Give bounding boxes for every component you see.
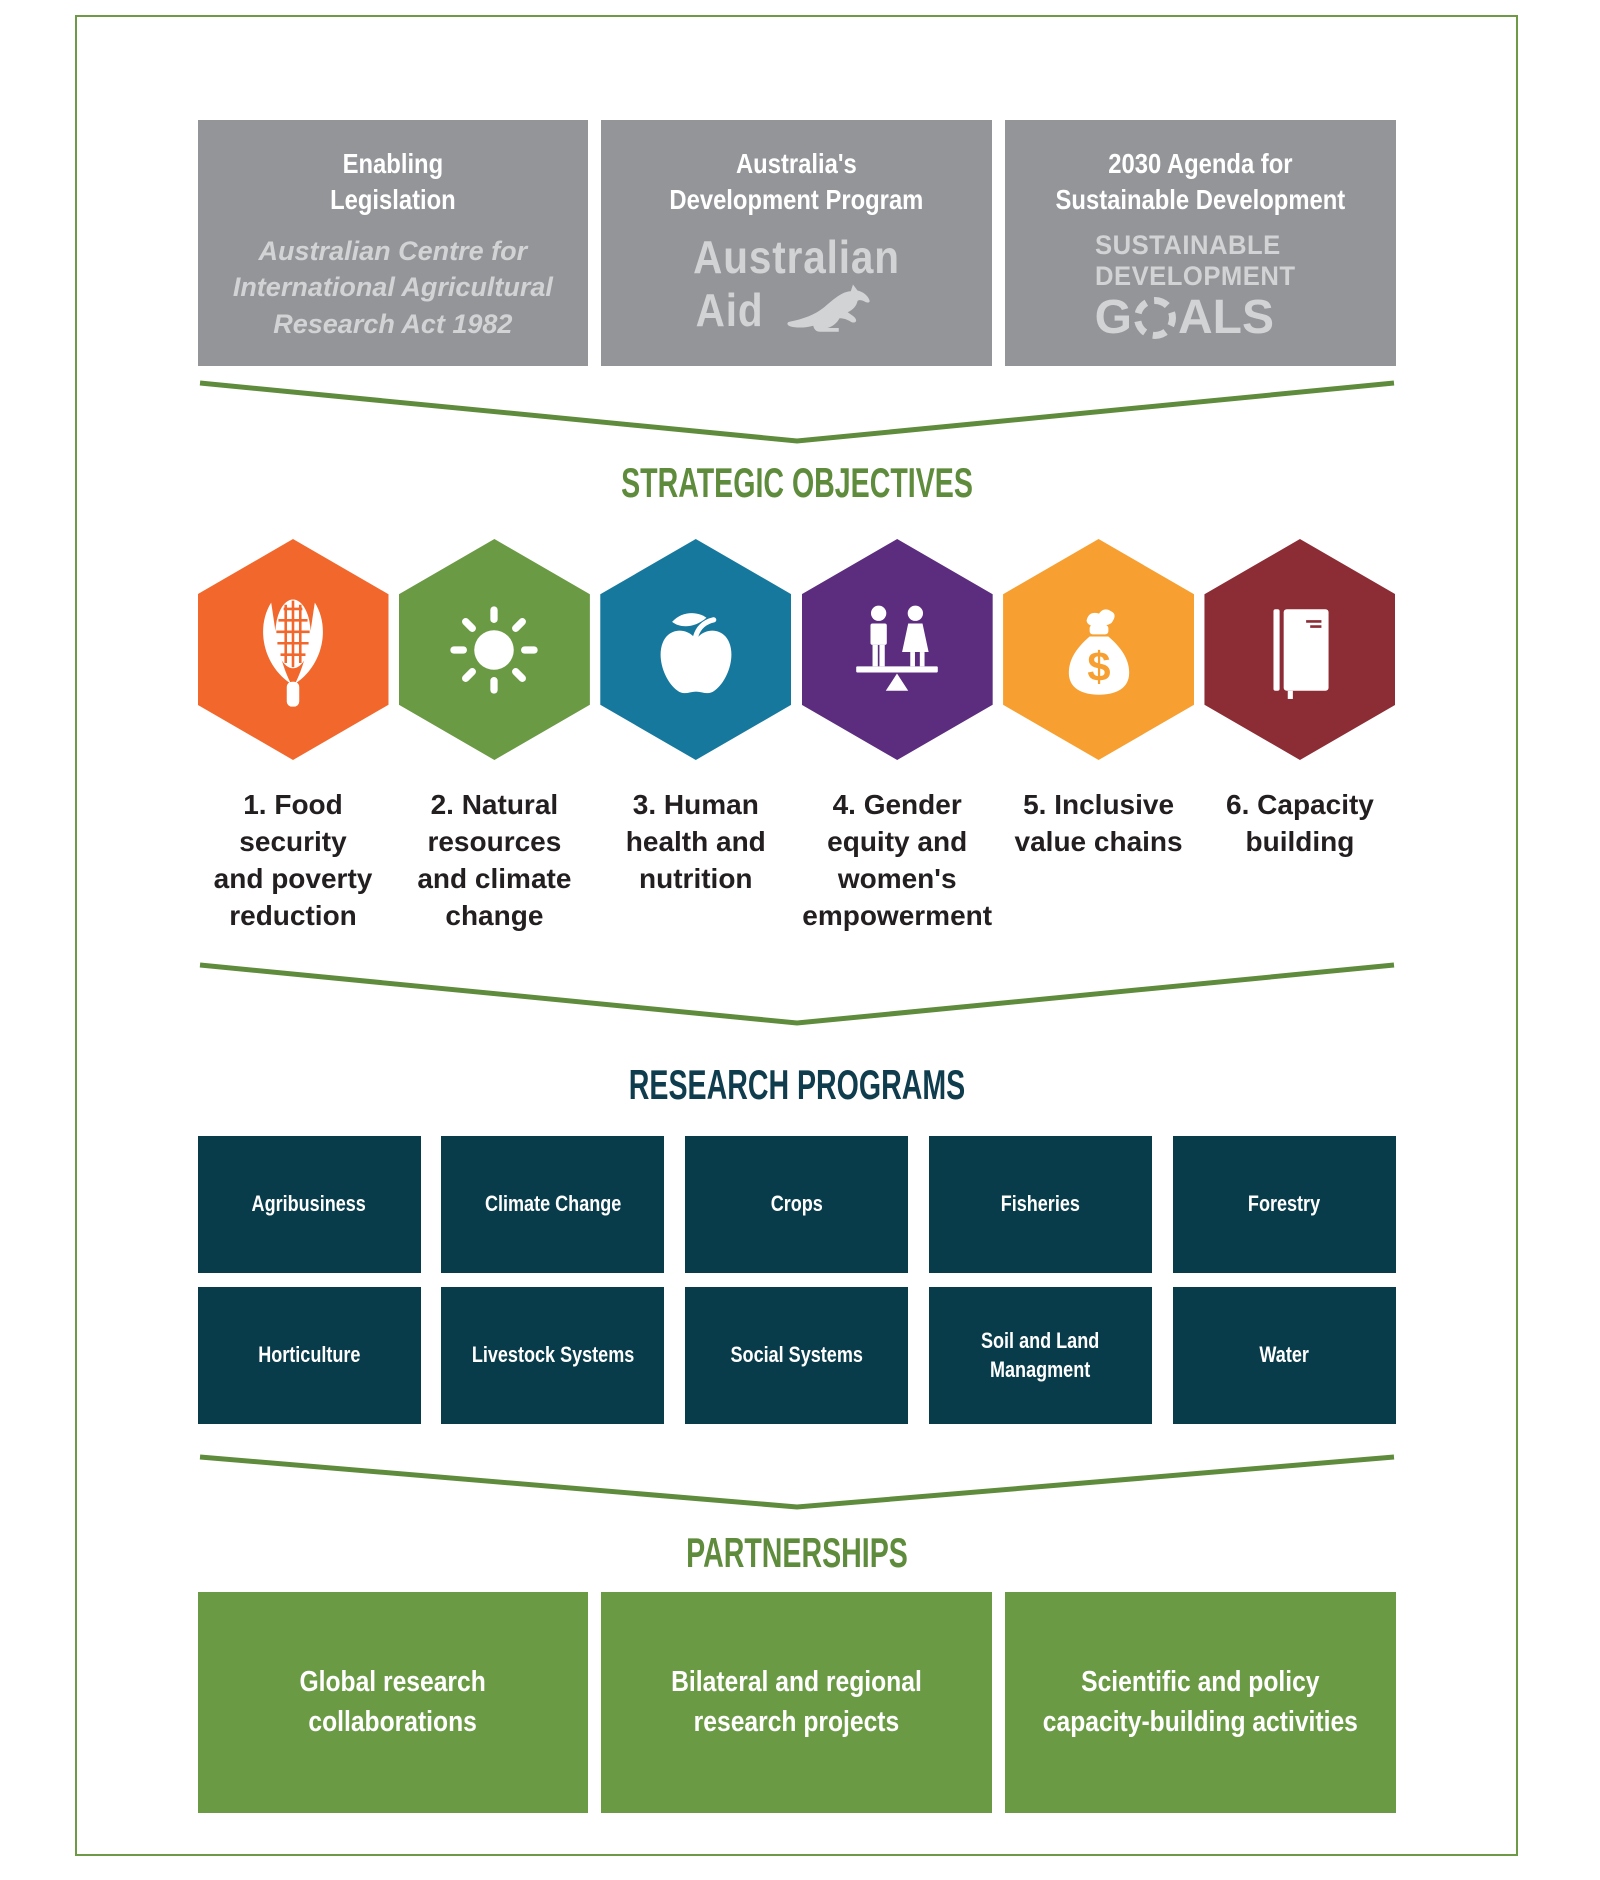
program-label: Social Systems [730, 1342, 863, 1368]
program-box-crops: Crops [685, 1136, 908, 1273]
program-label: Climate Change [484, 1191, 621, 1217]
enabling-legislation-title: Enabling Legislation [330, 148, 456, 216]
flow-chevron-bottom [199, 1454, 1394, 1510]
aciar-act-subtitle: Australian Centre for International Agri… [232, 235, 553, 339]
objective-label-5: 5. Inclusive value chains [1014, 789, 1183, 857]
program-label: Fisheries [1000, 1191, 1080, 1217]
program-label: Crops [770, 1191, 823, 1217]
objective-label-6: 6. Capacity building [1226, 789, 1374, 857]
objective-label-3: 3. Human health and nutrition [625, 789, 766, 894]
development-program-title: Australia's Development Program [669, 148, 924, 216]
sdg-agenda-box: 2030 Agenda for Sustainable Development … [1004, 120, 1396, 366]
objective-hex-gender-equity [801, 539, 993, 760]
program-label: Horticulture [257, 1342, 361, 1368]
partnership-label: Scientific and policy capacity-building … [1042, 1666, 1358, 1738]
gender-balance-icon [856, 605, 938, 691]
research-programs-title: RESEARCH PROGRAMS [628, 1061, 965, 1108]
money-bag-icon: $ [1068, 608, 1129, 695]
sdg-logo-line1: SUSTAINABLE [1094, 229, 1281, 260]
objective-label-4: 4. Gender equity and women's empowerment [802, 789, 993, 931]
flow-chevron-top [199, 380, 1394, 444]
australian-aid-logo-line2: Aid [679, 280, 914, 340]
kangaroo-icon [787, 284, 870, 332]
objective-hex-food-security [197, 539, 389, 760]
sdg-goals-als: ALS [1178, 291, 1274, 344]
program-box-soil-land-management: Soil and Land Managment [928, 1287, 1152, 1424]
program-box-agribusiness: Agribusiness [197, 1136, 421, 1273]
objectives-hex-row: $ [197, 539, 1396, 760]
program-label: Forestry [1247, 1191, 1321, 1217]
development-program-box: Australia's Development Program Australi… [601, 120, 992, 366]
program-box-social-systems: Social Systems [685, 1287, 908, 1424]
apple-icon [660, 612, 732, 693]
flow-chevron-middle [199, 962, 1394, 1026]
objective-hex-natural-resources [398, 539, 590, 760]
book-icon [1273, 608, 1329, 699]
partnership-label: Global research collaborations [299, 1666, 486, 1738]
sun-icon [450, 605, 539, 694]
objective-label-2: 2. Natural resources and climate change [417, 789, 572, 931]
sdg-logo-line2: DEVELOPMENT [1094, 260, 1296, 291]
program-label: Water [1259, 1342, 1309, 1368]
foundation-row: Enabling Legislation Australian Centre f… [197, 120, 1396, 366]
australian-aid-logo-line1: Australian [693, 231, 900, 283]
program-label: Livestock Systems [471, 1342, 634, 1368]
corn-icon [263, 599, 323, 707]
australian-aid-logo-aid: Aid [695, 283, 764, 336]
sdg-logo-goals: G ALS [1095, 294, 1306, 342]
sdg-agenda-title: 2030 Agenda for Sustainable Development [1055, 148, 1346, 216]
sdg-goals-g: G [1094, 291, 1132, 344]
program-box-livestock-systems: Livestock Systems [441, 1287, 665, 1424]
program-box-water: Water [1172, 1287, 1396, 1424]
program-label: Agribusiness [251, 1191, 367, 1217]
sdg-wheel-icon [1134, 297, 1176, 339]
partnerships-title: PARTNERSHIPS [685, 1529, 908, 1576]
objective-label-1: 1. Food security and poverty reduction [213, 789, 373, 931]
partnership-box-capacity: Scientific and policy capacity-building … [1004, 1592, 1396, 1813]
partnerships-row: Global research collaborations Bilateral… [197, 1592, 1396, 1813]
program-box-fisheries: Fisheries [928, 1136, 1152, 1273]
program-box-forestry: Forestry [1172, 1136, 1396, 1273]
program-label: Soil and Land Managment [981, 1327, 1100, 1382]
objective-hex-inclusive-value-chains: $ [1003, 539, 1195, 760]
infographic-content: Enabling Legislation Australian Centre f… [197, 120, 1396, 1813]
strategic-objectives-title: STRATEGIC OBJECTIVES [620, 459, 973, 506]
objectives-label-row: 1. Food security and poverty reduction 2… [198, 786, 1396, 934]
partnership-box-bilateral: Bilateral and regional research projects [601, 1592, 992, 1813]
objective-hex-capacity-building [1204, 539, 1396, 760]
svg-text:$: $ [1087, 643, 1110, 690]
partnership-label: Bilateral and regional research projects [671, 1666, 922, 1738]
australian-aid-logo: Australian Aid [679, 234, 914, 340]
program-box-horticulture: Horticulture [197, 1287, 421, 1424]
research-programs-grid: Agribusiness Climate Change Crops Fisher… [197, 1136, 1396, 1424]
sdg-logo: SUSTAINABLE DEVELOPMENT G ALS [1095, 230, 1306, 342]
objective-hex-human-health [600, 539, 792, 760]
page-border-frame: Enabling Legislation Australian Centre f… [75, 15, 1518, 1856]
program-box-climate-change: Climate Change [441, 1136, 665, 1273]
partnership-box-global: Global research collaborations [197, 1592, 589, 1813]
enabling-legislation-box: Enabling Legislation Australian Centre f… [197, 120, 589, 366]
